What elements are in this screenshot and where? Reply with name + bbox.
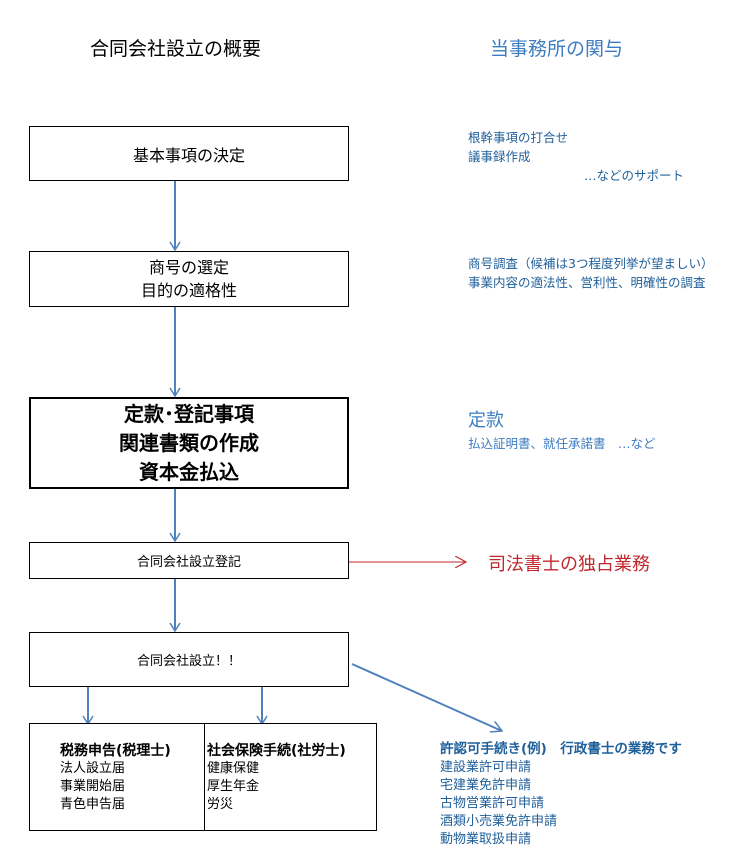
- step3-note-title: 定款: [468, 410, 504, 431]
- permits-section: 許認可手続き(例) 行政書士の業務です 建設業許可申請 宅建業免許申請 古物営業…: [440, 740, 682, 849]
- step3-note-line2: 払込証明書、就任承諾書 …など: [468, 436, 656, 451]
- social-column: 社会保険手続(社労士) 健康保健 厚生年金 労災: [207, 740, 346, 814]
- tax-item: 法人設立届: [60, 761, 126, 776]
- social-title: 社会保険手続(社労士): [207, 743, 346, 759]
- tax-item: 青色申告届: [60, 797, 126, 812]
- step3-line1: 定款･登記事項: [124, 401, 254, 426]
- step5-box: 合同会社設立！！: [29, 632, 349, 687]
- step1-note-line3: …などのサポート: [584, 168, 685, 183]
- permit-item: 動物業取扱申請: [440, 832, 532, 847]
- step3-line3: 資本金払込: [139, 459, 239, 484]
- exclusive-business-label: 司法書士の独占業務: [488, 554, 650, 575]
- arrow-step5-permits: [351, 663, 502, 731]
- step2-note-line2: 事業内容の適法性、営利性、明確性の調査: [468, 275, 706, 290]
- permit-item: 酒類小売業免許申請: [440, 814, 558, 829]
- column-divider: [204, 724, 205, 830]
- permit-item: 宅建業免許申請: [440, 778, 532, 793]
- step2-line1: 商号の選定: [148, 258, 229, 277]
- step1-label: 基本事項の決定: [132, 145, 245, 165]
- step5-label: 合同会社設立！！: [136, 654, 241, 669]
- permit-item: 建設業許可申請: [440, 760, 532, 775]
- step2-notes: 商号調査（候補は3つ程度列挙が望ましい） 事業内容の適法性、営利性、明確性の調査: [468, 254, 713, 292]
- step1-notes: 根幹事項の打合せ 議事録作成 …などのサポート: [468, 128, 684, 185]
- step2-box: 商号の選定 目的の適格性: [29, 251, 349, 307]
- right-title: 当事務所の関与: [490, 38, 624, 60]
- step3-line2: 関連書類の作成: [119, 430, 259, 455]
- social-item: 厚生年金: [207, 779, 260, 794]
- tax-title: 税務申告(税理士): [60, 743, 171, 759]
- step4-box: 合同会社設立登記: [29, 542, 349, 579]
- tax-column: 税務申告(税理士) 法人設立届 事業開始届 青色申告届: [60, 740, 171, 814]
- step1-note-line1: 根幹事項の打合せ: [468, 130, 569, 145]
- step2-line2: 目的の適格性: [140, 281, 237, 300]
- tax-item: 事業開始届: [60, 779, 126, 794]
- step3-box: 定款･登記事項 関連書類の作成 資本金払込: [29, 397, 349, 489]
- step1-note-line2: 議事録作成: [468, 149, 531, 164]
- social-item: 労災: [207, 797, 234, 812]
- step1-box: 基本事項の決定: [29, 126, 349, 181]
- left-title: 合同会社設立の概要: [90, 38, 262, 60]
- social-item: 健康保健: [207, 761, 260, 776]
- permit-item: 古物営業許可申請: [440, 796, 545, 811]
- permits-title: 許認可手続き(例) 行政書士の業務です: [440, 741, 682, 757]
- step4-label: 合同会社設立登記: [136, 555, 241, 570]
- step2-note-line1: 商号調査（候補は3つ程度列挙が望ましい）: [468, 256, 714, 271]
- bottom-procedures-box: 税務申告(税理士) 法人設立届 事業開始届 青色申告届 社会保険手続(社労士) …: [29, 723, 377, 831]
